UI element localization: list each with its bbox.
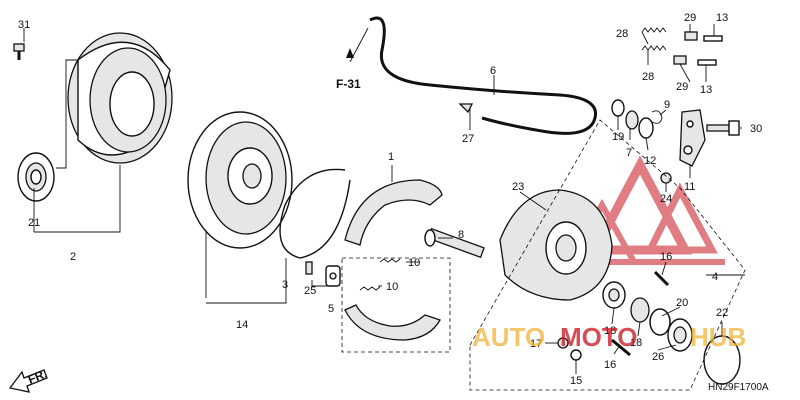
part-20-ring	[649, 308, 671, 336]
part-7-washer	[625, 110, 639, 130]
label-11: 11	[684, 181, 695, 193]
part-14-brake-drum	[187, 111, 293, 249]
label-31: 31	[18, 19, 30, 31]
leader-lines	[23, 24, 745, 374]
label-13a: 13	[716, 12, 728, 24]
watermark-part1: AUTO	[472, 322, 545, 352]
part-21-bearing	[17, 152, 55, 202]
label-24: 24	[660, 193, 672, 205]
watermark-text: AUTO MOTO HUB	[472, 322, 746, 352]
part-1-brake-shoe-lower	[344, 304, 441, 341]
label-19: 19	[612, 131, 624, 143]
direction-label: FR.	[26, 367, 49, 387]
part-25-pin	[305, 261, 313, 275]
watermark-part2: MOTO	[560, 322, 638, 352]
label-7: 7	[626, 147, 632, 159]
label-27: 27	[462, 133, 474, 145]
watermark-part3: HUB	[690, 322, 746, 352]
label-16b: 16	[604, 359, 616, 371]
shoe-group-boundary	[341, 257, 451, 353]
part-1-brake-shoe-upper	[344, 179, 443, 246]
label-17: 17	[530, 338, 542, 350]
part-26-seal	[667, 318, 693, 352]
part-8-shaft	[424, 227, 485, 259]
label-18a: 18	[604, 325, 616, 337]
label-10b: 10	[386, 281, 398, 293]
assembly-boundary	[469, 119, 746, 391]
label-29b: 29	[676, 81, 688, 93]
diagram-code: HN29F1700A	[708, 382, 769, 393]
label-3: 3	[282, 279, 288, 291]
label-4: 4	[712, 271, 718, 283]
label-1: 1	[388, 151, 394, 163]
label-16a: 16	[660, 251, 672, 263]
part-31-bolt	[13, 43, 25, 60]
label-26: 26	[652, 351, 664, 363]
part-16-stud-lower	[611, 338, 631, 357]
part-6-cable	[369, 16, 598, 135]
part-11-brake-arm	[679, 109, 706, 167]
part-10-springs	[359, 258, 401, 291]
front-direction-arrow: FR.	[8, 367, 49, 393]
part-29-joint	[673, 31, 698, 65]
part-28-spring-upper	[641, 27, 667, 33]
part-16-stud-right	[653, 270, 670, 287]
part-18-bearing-b	[630, 297, 650, 323]
label-15: 15	[570, 375, 582, 387]
part-23-brake-panel	[499, 189, 613, 301]
label-6: 6	[490, 65, 496, 77]
label-8: 8	[458, 229, 464, 241]
part-3-ring	[279, 168, 351, 259]
part-5-plate	[325, 265, 341, 287]
ref-f31-label: F-31	[336, 77, 361, 91]
part-30-bolt	[706, 120, 740, 136]
label-14: 14	[236, 319, 248, 331]
part-18-bearing-a	[602, 281, 626, 309]
label-29a: 29	[684, 12, 696, 24]
label-20: 20	[676, 297, 688, 309]
label-21: 21	[28, 217, 40, 229]
label-28b: 28	[642, 71, 654, 83]
part-2-drum-cover	[67, 32, 173, 164]
label-22: 22	[716, 307, 728, 319]
label-2: 2	[70, 251, 76, 263]
label-12: 12	[644, 155, 656, 167]
label-30: 30	[750, 123, 762, 135]
label-5: 5	[328, 303, 334, 315]
label-10a: 10	[408, 257, 420, 269]
f31-reference: F-31	[336, 48, 361, 91]
label-23: 23	[512, 181, 524, 193]
label-13b: 13	[700, 84, 712, 96]
part-13-pin	[697, 35, 723, 66]
part-12-ring	[638, 117, 654, 139]
label-28a: 28	[616, 28, 628, 40]
label-25: 25	[304, 285, 316, 297]
part-24-nut	[660, 172, 672, 184]
part-28-spring-lower	[641, 45, 667, 51]
part-19-seal	[611, 99, 625, 117]
label-18b: 18	[630, 337, 642, 349]
label-9: 9	[664, 99, 670, 111]
part-9-clip	[651, 110, 663, 124]
